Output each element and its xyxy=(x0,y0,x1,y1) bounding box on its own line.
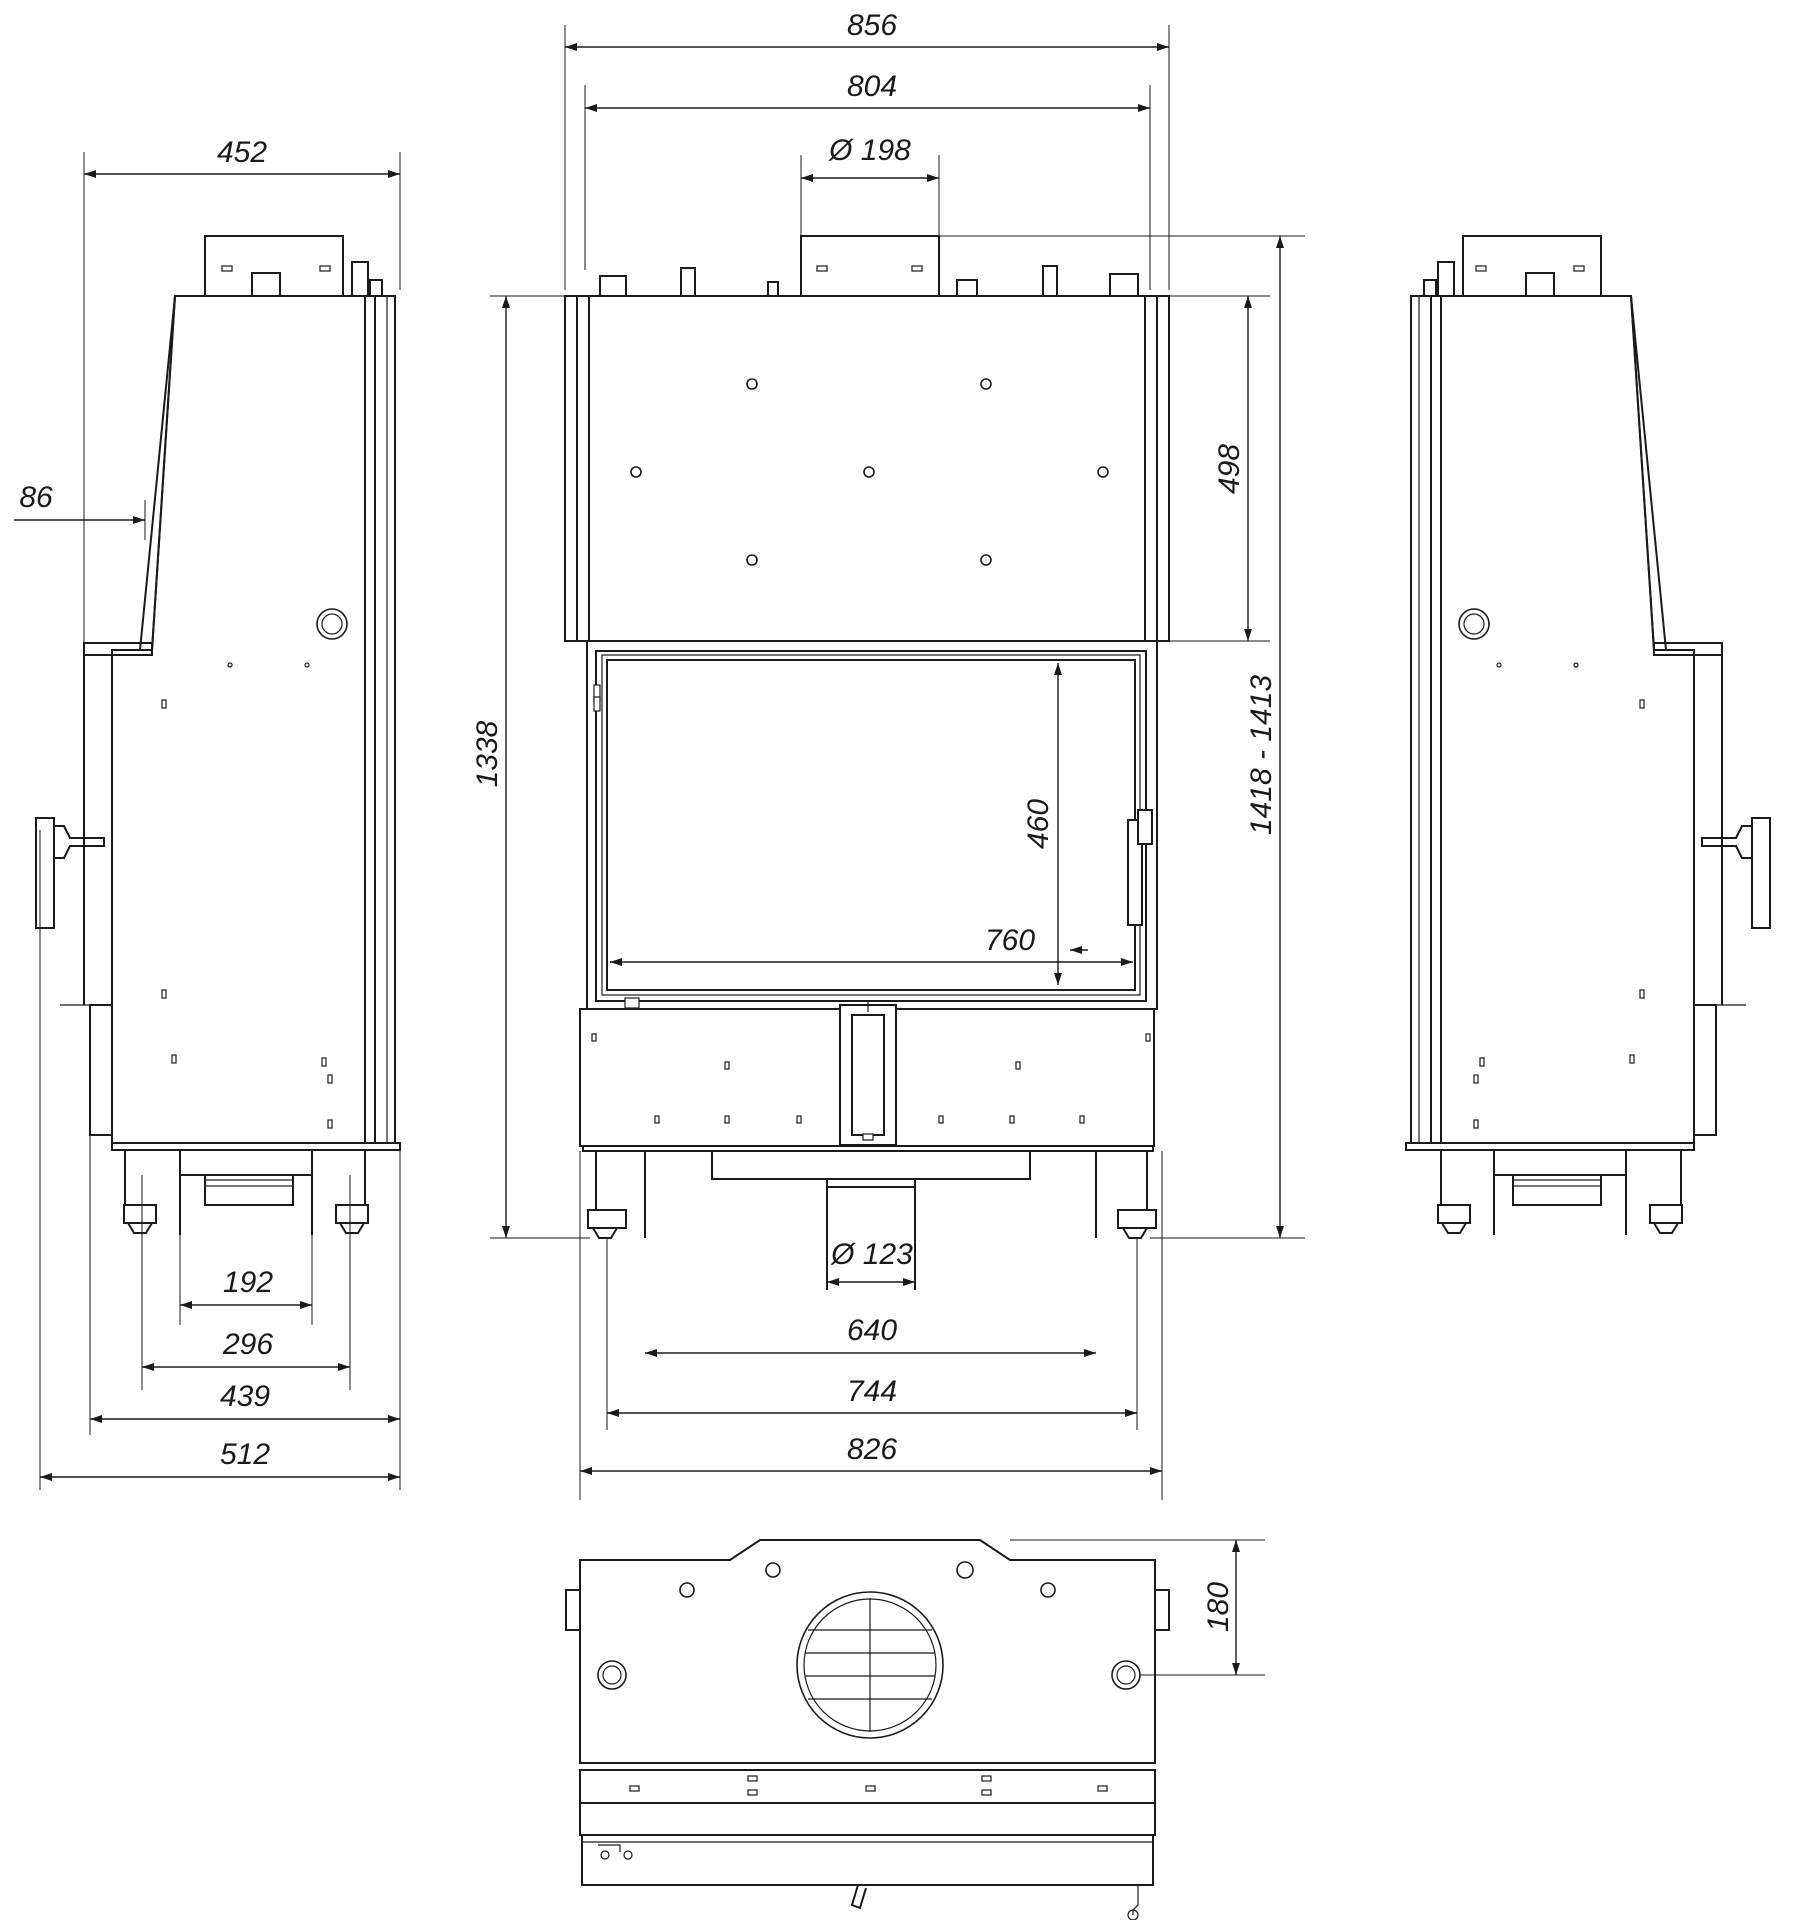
label-640: 640 xyxy=(847,1314,897,1347)
label-452: 452 xyxy=(217,136,267,169)
label-744: 744 xyxy=(847,1375,897,1408)
dimension-labels: 452 86 192 296 439 512 856 804 Ø 198 133… xyxy=(19,9,1278,1632)
label-192: 192 xyxy=(223,1266,273,1299)
label-198: Ø 198 xyxy=(828,134,911,167)
right-side-view xyxy=(1405,235,1771,1235)
label-498: 498 xyxy=(1213,444,1246,494)
dimension-lines xyxy=(14,43,1284,1675)
label-1418-1413: 1418 - 1413 xyxy=(1245,675,1278,835)
label-180: 180 xyxy=(1202,1582,1235,1632)
label-439: 439 xyxy=(220,1380,270,1413)
label-856: 856 xyxy=(847,9,897,42)
label-1338: 1338 xyxy=(471,720,504,787)
label-460: 460 xyxy=(1022,799,1055,849)
extension-lines xyxy=(39,25,1305,1676)
label-86: 86 xyxy=(19,481,53,514)
label-296: 296 xyxy=(222,1328,273,1361)
label-760: 760 xyxy=(985,924,1035,957)
front-view xyxy=(564,235,1170,1290)
label-804: 804 xyxy=(847,70,897,103)
left-side-view xyxy=(35,235,401,1235)
label-123: Ø 123 xyxy=(830,1238,913,1271)
top-view xyxy=(565,1539,1170,1920)
label-826: 826 xyxy=(847,1433,897,1466)
label-512: 512 xyxy=(220,1438,270,1471)
